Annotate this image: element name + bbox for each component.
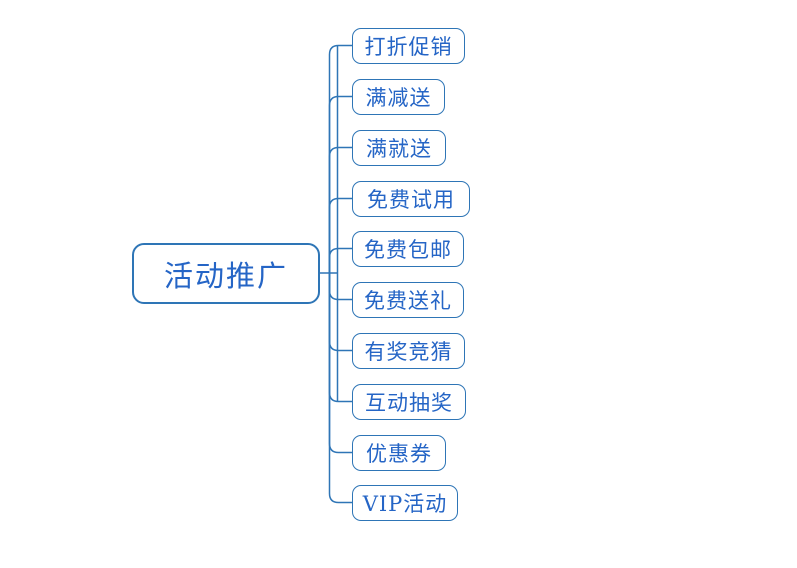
connector-path — [328, 247, 352, 273]
child-node-label: VIP活动 — [362, 492, 448, 516]
connector-path — [328, 273, 352, 403]
child-node-label: 免费送礼 — [364, 289, 452, 313]
connector-path — [328, 95, 352, 273]
child-node-label: 免费试用 — [367, 188, 455, 212]
child-node-9[interactable]: 优惠券 — [352, 435, 446, 471]
child-node-2[interactable]: 满减送 — [352, 79, 445, 115]
root-node[interactable]: 活动推广 — [132, 243, 320, 304]
child-node-1[interactable]: 打折促销 — [352, 28, 465, 64]
child-node-label: 互动抽奖 — [365, 391, 453, 415]
child-node-label: 免费包邮 — [364, 238, 452, 262]
connector-path — [328, 146, 352, 273]
connector-path — [328, 273, 352, 504]
child-node-7[interactable]: 有奖竞猜 — [352, 333, 465, 369]
child-node-label: 满就送 — [366, 137, 432, 161]
child-node-4[interactable]: 免费试用 — [352, 181, 470, 217]
connector-path — [328, 273, 352, 352]
connector-path — [328, 44, 352, 273]
child-node-5[interactable]: 免费包邮 — [352, 231, 464, 267]
root-node-label: 活动推广 — [163, 258, 288, 293]
child-node-label: 优惠券 — [366, 442, 432, 466]
child-node-label: 有奖竞猜 — [364, 340, 453, 364]
child-node-label: 打折促销 — [364, 35, 453, 59]
connector-path — [328, 197, 352, 273]
child-node-6[interactable]: 免费送礼 — [352, 282, 464, 318]
child-node-10[interactable]: VIP活动 — [352, 485, 458, 521]
child-node-3[interactable]: 满就送 — [352, 130, 446, 166]
child-node-label: 满减送 — [365, 86, 432, 110]
child-node-8[interactable]: 互动抽奖 — [352, 384, 466, 420]
connector-path — [328, 273, 352, 301]
